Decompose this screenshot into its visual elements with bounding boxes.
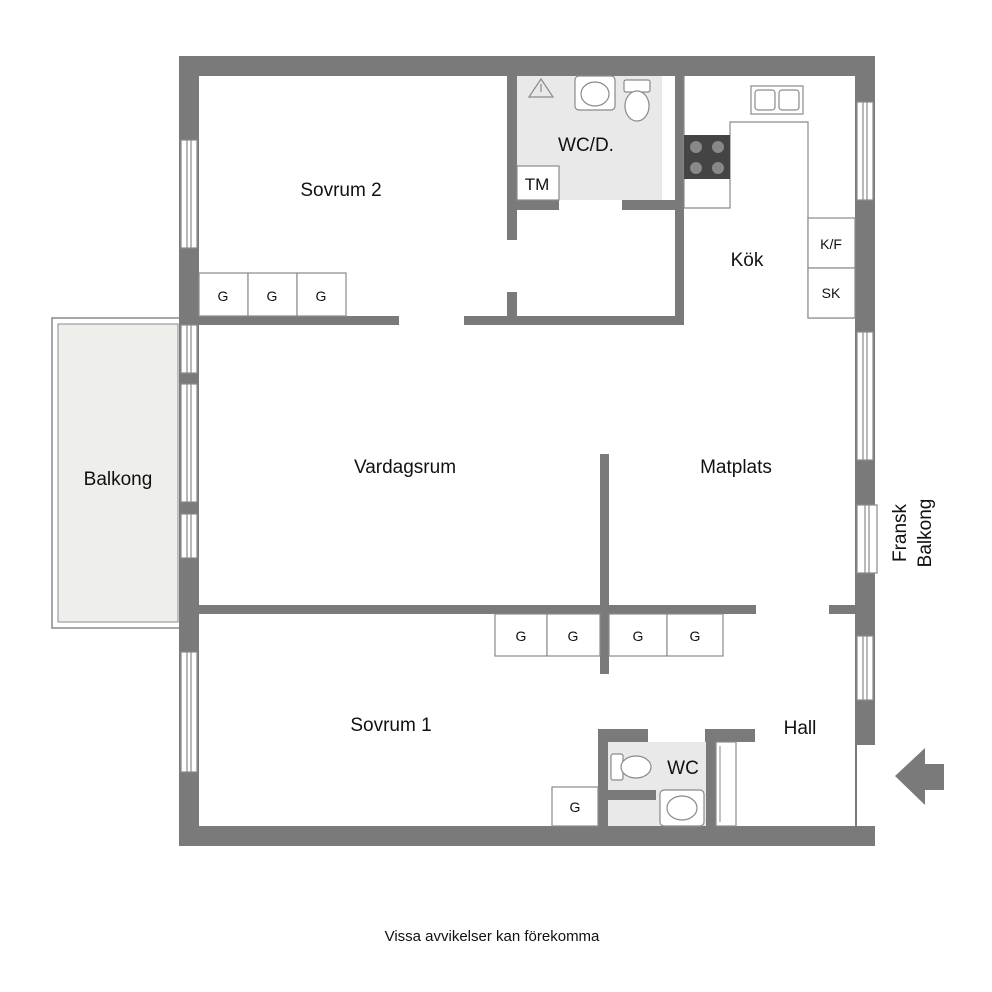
stove-icon	[684, 135, 730, 179]
wardrobe-label: G	[568, 628, 579, 644]
wardrobe	[546, 613, 601, 657]
appliance-label-kf: K/F	[820, 236, 842, 252]
room-label-hall: Hall	[784, 718, 817, 739]
room-label-matplats: Matplats	[700, 457, 772, 478]
entrance-arrow-icon	[895, 748, 944, 805]
hall-closet	[715, 741, 737, 827]
wardrobe	[608, 613, 668, 657]
room-label-balkong: Balkong	[84, 469, 153, 490]
room-label-fransk-balkong: Balkong	[915, 499, 936, 568]
toilet-icon	[610, 753, 652, 781]
room-label-fransk: Fransk	[890, 503, 911, 562]
wardrobe-label: G	[570, 799, 581, 815]
wardrobe	[247, 272, 298, 317]
disclaimer-note: Vissa avvikelser kan förekomma	[385, 928, 600, 945]
shower-icon	[527, 77, 555, 98]
sink-icon	[574, 75, 616, 111]
double-sink-icon	[750, 85, 804, 115]
room-label-wc: WC	[667, 758, 699, 779]
wardrobe	[551, 786, 599, 827]
room-label-tm: TM	[525, 175, 550, 194]
tm-box	[516, 165, 560, 201]
wardrobe-label: G	[218, 288, 229, 304]
wardrobe-label: G	[633, 628, 644, 644]
wardrobe	[198, 272, 249, 317]
room-label-vardagsrum: Vardagsrum	[354, 457, 456, 478]
room-label-kok: Kök	[731, 250, 764, 271]
room-label-wc-d: WC/D.	[558, 135, 614, 156]
room-label-sovrum-2: Sovrum 2	[300, 180, 381, 201]
wardrobe	[666, 613, 724, 657]
wardrobe-label: G	[267, 288, 278, 304]
wardrobe	[494, 613, 548, 657]
room-label-sovrum-1: Sovrum 1	[350, 715, 431, 736]
wardrobe-label: G	[516, 628, 527, 644]
windows	[180, 101, 878, 826]
sink-icon	[659, 789, 705, 827]
wardrobe-label: G	[690, 628, 701, 644]
appliance-label-sk: SK	[822, 285, 841, 301]
toilet-icon	[623, 79, 651, 122]
wardrobes: G G G G G G G G	[198, 272, 724, 827]
balcony	[51, 317, 181, 629]
wardrobe	[296, 272, 347, 317]
wardrobe-label: G	[316, 288, 327, 304]
interior-walls	[199, 76, 855, 826]
